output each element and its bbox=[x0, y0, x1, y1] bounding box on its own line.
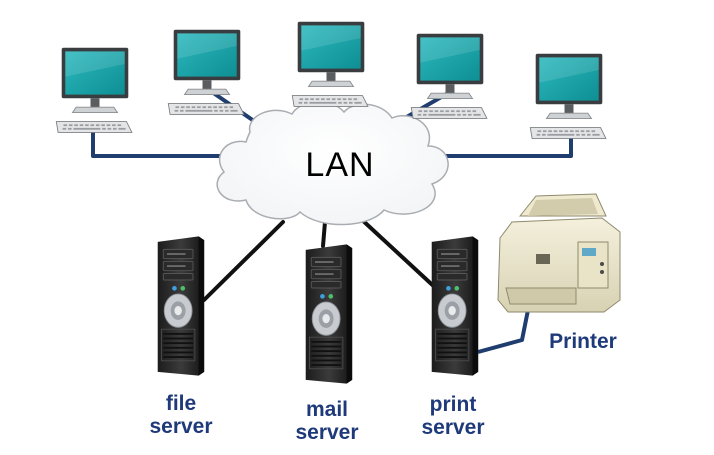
mail-server-label: mail server bbox=[282, 398, 372, 444]
lan-cloud bbox=[216, 100, 449, 226]
cable-mail-server bbox=[321, 220, 327, 248]
lan-label: LAN bbox=[305, 146, 375, 184]
cable-file-server bbox=[202, 220, 285, 302]
file-server-label-line2: server bbox=[149, 415, 213, 438]
printer-label: Printer bbox=[549, 330, 617, 353]
file-server-tower bbox=[157, 236, 205, 376]
print-server-label: print server bbox=[408, 393, 498, 439]
print-server-label-line2: server bbox=[421, 416, 485, 439]
workstation-5 bbox=[529, 53, 607, 139]
file-server-label: file server bbox=[136, 392, 226, 438]
file-server-label-line1: file bbox=[165, 392, 197, 415]
cable-pc5 bbox=[430, 138, 573, 158]
cable-pc1 bbox=[91, 130, 232, 158]
workstation-2 bbox=[167, 29, 245, 115]
cable-print-server bbox=[358, 216, 442, 294]
mail-server-label-line1: mail bbox=[305, 398, 349, 421]
mail-server-tower bbox=[305, 244, 353, 384]
workstation-3 bbox=[291, 21, 369, 107]
print-server-label-line1: print bbox=[429, 393, 477, 416]
mail-server-label-line2: server bbox=[295, 421, 359, 444]
workstation-1 bbox=[55, 47, 133, 133]
cable-printer bbox=[477, 299, 532, 354]
printer-device bbox=[497, 193, 621, 313]
print-server-tower bbox=[431, 236, 479, 376]
